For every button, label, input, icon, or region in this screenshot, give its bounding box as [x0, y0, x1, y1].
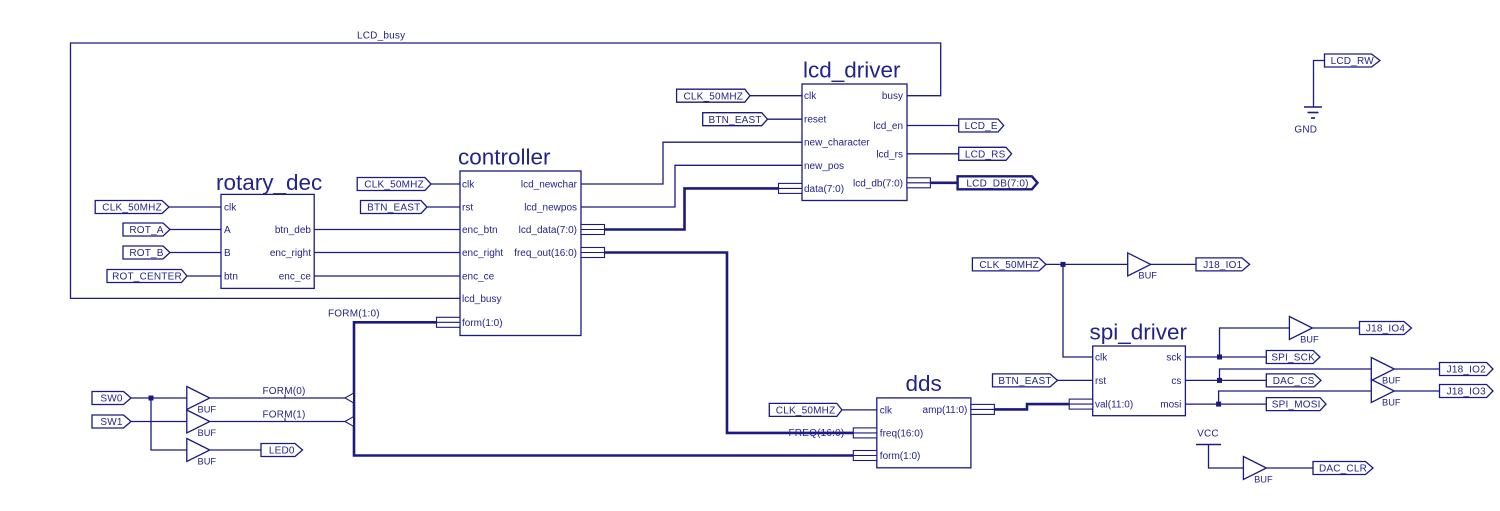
svg-text:lcd_newchar: lcd_newchar [521, 180, 578, 191]
svg-text:form(1:0): form(1:0) [880, 451, 921, 462]
svg-text:J18_IO4: J18_IO4 [1366, 324, 1405, 335]
svg-text:CLK_50MHZ: CLK_50MHZ [683, 91, 743, 102]
svg-text:BUF: BUF [1254, 474, 1273, 484]
svg-text:LED0: LED0 [269, 446, 295, 457]
svg-text:ROT_B: ROT_B [129, 248, 163, 259]
svg-text:busy: busy [882, 91, 903, 102]
svg-text:CLK_50MHZ: CLK_50MHZ [364, 180, 424, 191]
svg-text:btn_deb: btn_deb [275, 225, 312, 236]
svg-text:BUF: BUF [198, 428, 217, 438]
svg-text:LCD_E: LCD_E [965, 121, 998, 132]
svg-text:DAC_CLR: DAC_CLR [1319, 464, 1367, 475]
svg-text:sck: sck [1166, 353, 1182, 364]
svg-text:FORM(0): FORM(0) [263, 386, 306, 397]
svg-text:J18_IO3: J18_IO3 [1447, 387, 1486, 398]
svg-text:CLK_50MHZ: CLK_50MHZ [102, 203, 162, 214]
svg-text:SW0: SW0 [100, 394, 123, 405]
svg-text:amp(11:0): amp(11:0) [923, 405, 968, 416]
svg-text:CLK_50MHZ: CLK_50MHZ [979, 260, 1039, 271]
svg-text:CLK_50MHZ: CLK_50MHZ [776, 406, 836, 417]
svg-text:controller: controller [458, 145, 551, 170]
svg-text:enc_btn: enc_btn [462, 225, 498, 236]
svg-text:enc_right: enc_right [270, 248, 311, 259]
svg-text:BUF: BUF [1138, 271, 1157, 281]
svg-text:DAC_CS: DAC_CS [1273, 376, 1315, 387]
svg-text:cs: cs [1171, 376, 1181, 387]
svg-text:B: B [224, 248, 231, 259]
svg-text:val(11:0): val(11:0) [1095, 400, 1133, 411]
svg-text:clk: clk [880, 405, 893, 416]
svg-text:SW1: SW1 [100, 417, 123, 428]
svg-text:data(7:0): data(7:0) [804, 184, 844, 195]
svg-text:clk: clk [804, 91, 817, 102]
svg-text:clk: clk [224, 203, 237, 214]
svg-text:lcd_newpos: lcd_newpos [524, 203, 577, 214]
svg-text:SPI_SCK: SPI_SCK [1271, 353, 1315, 364]
svg-text:mosi: mosi [1160, 400, 1181, 411]
svg-text:J18_IO2: J18_IO2 [1447, 365, 1486, 376]
svg-text:GND: GND [1294, 125, 1317, 136]
svg-text:FORM(1:0): FORM(1:0) [328, 309, 380, 320]
svg-text:form(1:0): form(1:0) [462, 318, 503, 329]
svg-text:reset: reset [804, 115, 826, 126]
svg-text:BUF: BUF [198, 404, 217, 414]
svg-text:enc_ce: enc_ce [279, 272, 312, 283]
svg-text:spi_driver: spi_driver [1090, 320, 1188, 345]
svg-text:VCC: VCC [1197, 429, 1219, 440]
svg-text:LCD_busy: LCD_busy [357, 31, 405, 42]
svg-text:rotary_dec: rotary_dec [216, 170, 322, 195]
svg-text:J18_IO1: J18_IO1 [1203, 260, 1242, 271]
svg-text:BTN_EAST: BTN_EAST [998, 376, 1051, 387]
svg-text:BUF: BUF [198, 456, 217, 466]
svg-text:new_character: new_character [804, 138, 870, 149]
svg-text:rst: rst [462, 203, 473, 214]
svg-text:LCD_RS: LCD_RS [965, 149, 1006, 160]
svg-text:A: A [224, 225, 231, 236]
svg-text:enc_right: enc_right [462, 248, 503, 259]
svg-text:freq_out(16:0): freq_out(16:0) [514, 248, 577, 259]
svg-text:LCD_RW: LCD_RW [1331, 56, 1375, 67]
svg-text:new_pos: new_pos [804, 161, 844, 172]
svg-text:BUF: BUF [1300, 334, 1319, 344]
svg-text:lcd_en: lcd_en [874, 121, 903, 132]
svg-text:dds: dds [906, 371, 942, 396]
svg-text:ROT_A: ROT_A [129, 225, 163, 236]
svg-text:lcd_db(7:0): lcd_db(7:0) [853, 178, 903, 189]
svg-text:BUF: BUF [1382, 397, 1401, 407]
svg-text:FREQ(16:0): FREQ(16:0) [789, 428, 845, 439]
svg-text:freq(16:0): freq(16:0) [880, 428, 923, 439]
svg-text:BTN_EAST: BTN_EAST [367, 203, 420, 214]
svg-text:clk: clk [462, 180, 475, 191]
svg-text:enc_ce: enc_ce [462, 272, 495, 283]
svg-text:BTN_EAST: BTN_EAST [708, 115, 761, 126]
svg-text:clk: clk [1095, 353, 1108, 364]
svg-text:ROT_CENTER: ROT_CENTER [112, 272, 182, 283]
svg-text:SPI_MOSI: SPI_MOSI [1272, 400, 1321, 411]
svg-text:LCD_DB(7:0): LCD_DB(7:0) [966, 178, 1028, 189]
svg-text:rst: rst [1095, 376, 1106, 387]
svg-text:btn: btn [224, 272, 238, 283]
svg-text:BUF: BUF [1382, 375, 1401, 385]
svg-text:lcd_data(7:0): lcd_data(7:0) [519, 225, 577, 236]
svg-text:FORM(1): FORM(1) [263, 410, 306, 421]
svg-text:lcd_driver: lcd_driver [803, 58, 901, 83]
svg-text:lcd_busy: lcd_busy [462, 294, 501, 305]
svg-text:lcd_rs: lcd_rs [876, 149, 903, 160]
